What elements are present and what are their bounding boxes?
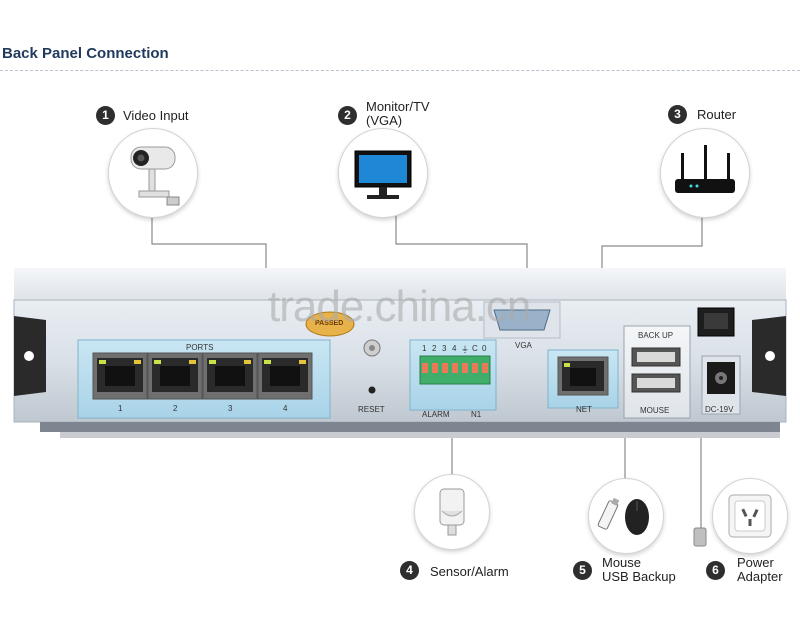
- monitor-icon: [354, 150, 412, 199]
- camera-icon: [130, 146, 180, 206]
- port-number-2: 2: [173, 404, 178, 413]
- callout-label-power-line1: Power: [737, 555, 774, 570]
- ethernet-ports: [92, 352, 313, 400]
- callout-label-power-line2: Adapter: [737, 569, 783, 584]
- sensor-device: [414, 474, 490, 550]
- alarm-pin-0: 0: [482, 344, 487, 353]
- alarm-label: ALARM: [422, 410, 450, 419]
- alarm-pin-c: C: [472, 344, 478, 353]
- router-device: [660, 128, 750, 218]
- callout-label-video-input: Video Input: [123, 108, 189, 123]
- nvr-top-surface: [14, 268, 786, 300]
- mouse-label: MOUSE: [640, 406, 670, 415]
- callout-label-mouse-line2: USB Backup: [602, 569, 676, 584]
- alarm-pin-2: 2: [432, 344, 437, 353]
- callout-label-sensor-alarm: Sensor/Alarm: [430, 564, 509, 579]
- alarm-pin-4: 4: [452, 344, 457, 353]
- port-number-1: 1: [118, 404, 123, 413]
- vga-label: VGA: [515, 341, 532, 350]
- net-label: NET: [576, 405, 592, 414]
- title-divider: [0, 70, 800, 71]
- alarm-pin-3: 3: [442, 344, 447, 353]
- callout-label-monitor-line1: Monitor/TV: [366, 99, 430, 114]
- alarm-pin-1: 1: [422, 344, 427, 353]
- port-number-4: 4: [283, 404, 288, 413]
- camera-device: [108, 128, 198, 218]
- reset-hole: [368, 386, 376, 394]
- dc-label: DC-19V: [705, 405, 734, 414]
- monitor-device: [338, 128, 428, 218]
- watermark: trade.china.cn: [268, 282, 531, 331]
- callout-number-1: 1: [96, 106, 115, 125]
- callout-number-4: 4: [400, 561, 419, 580]
- passed-label: PASSED: [315, 320, 344, 327]
- sensor-icon: [439, 488, 465, 536]
- backup-label: BACK UP: [638, 331, 674, 340]
- reset-label: RESET: [358, 405, 385, 414]
- n1-label: N1: [471, 410, 482, 419]
- passed-sticker: [305, 311, 355, 337]
- power-outlet-icon: [728, 494, 772, 538]
- router-icon: [675, 145, 735, 193]
- callout-label-router: Router: [697, 107, 737, 122]
- page-title: Back Panel Connection: [2, 45, 169, 62]
- power-outlet-device: [712, 478, 788, 554]
- callout-number-2: 2: [338, 106, 357, 125]
- callout-label-monitor-line2: (VGA): [366, 113, 403, 128]
- mouse-icon: [597, 497, 649, 535]
- vga-port: [493, 309, 551, 331]
- alarm-pins: [422, 363, 488, 373]
- nvr-bottom-shadow: [40, 422, 780, 432]
- alarm-pin-ground: ⏚: [461, 345, 469, 354]
- callout-number-6: 6: [706, 561, 725, 580]
- ports-label: PORTS: [186, 343, 214, 352]
- callout-number-3: 3: [668, 105, 687, 124]
- adapter-plug: [693, 527, 707, 547]
- usb-block: [623, 325, 691, 419]
- port-number-3: 3: [228, 404, 233, 413]
- callout-label-mouse-line1: Mouse: [602, 555, 642, 570]
- callout-number-5: 5: [573, 561, 592, 580]
- usb-mouse-device: [588, 478, 664, 554]
